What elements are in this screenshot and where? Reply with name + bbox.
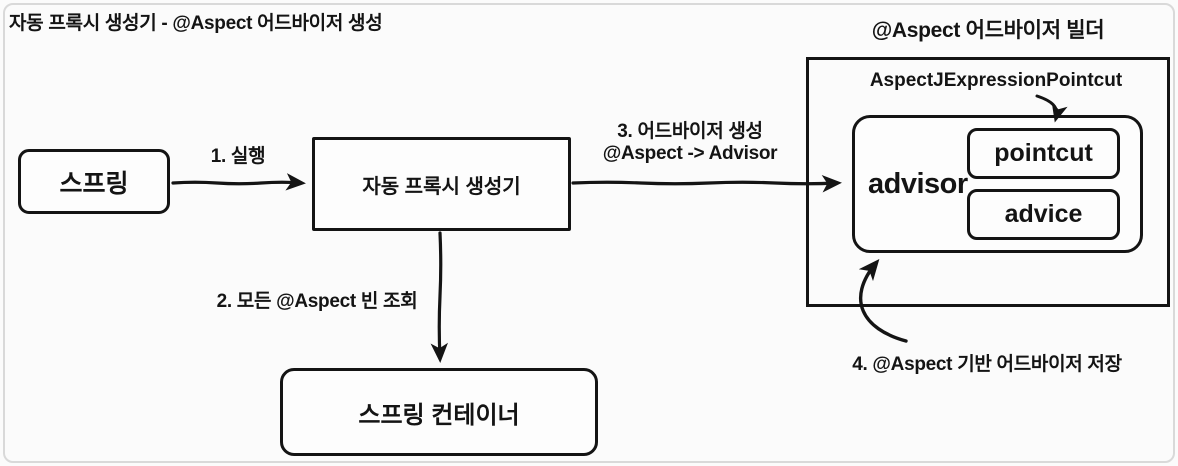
node-spring-container: 스프링 컨테이너 bbox=[280, 368, 598, 456]
arrow-step3-create-advisor bbox=[571, 175, 842, 193]
edge-label-step2: 2. 모든 @Aspect 빈 조회 bbox=[216, 291, 418, 312]
edge-label-step3-line1: 3. 어드바이저 생성 bbox=[617, 121, 763, 142]
pointcut-label: pointcut bbox=[994, 139, 1093, 167]
arrow-step1-execute bbox=[171, 173, 306, 191]
node-auto-proxy-creator: 자동 프록시 생성기 bbox=[312, 137, 571, 231]
diagram-title: 자동 프록시 생성기 - @Aspect 어드바이저 생성 bbox=[9, 13, 383, 34]
node-spring: 스프링 bbox=[18, 149, 170, 214]
node-auto-proxy-creator-label: 자동 프록시 생성기 bbox=[362, 175, 521, 198]
node-spring-container-label: 스프링 컨테이너 bbox=[358, 401, 520, 429]
edge-label-step1: 1. 실행 bbox=[210, 146, 266, 167]
advisor-label: advisor bbox=[868, 167, 968, 200]
node-spring-label: 스프링 bbox=[59, 169, 129, 198]
builder-title: @Aspect 어드바이저 빌더 bbox=[871, 19, 1105, 42]
advice-label: advice bbox=[1004, 200, 1083, 228]
edge-label-step3-line2: @Aspect -> Advisor bbox=[602, 143, 778, 164]
aspectj-expression-pointcut-label: AspectJExpressionPointcut bbox=[869, 70, 1123, 91]
advice-box: advice bbox=[967, 189, 1120, 240]
advisor-box: advisor pointcut advice bbox=[852, 115, 1143, 253]
edge-label-step4: 4. @Aspect 기반 어드바이저 저장 bbox=[852, 354, 1122, 375]
pointcut-box: pointcut bbox=[967, 128, 1120, 179]
arrow-step2-lookup-beans bbox=[430, 231, 449, 363]
